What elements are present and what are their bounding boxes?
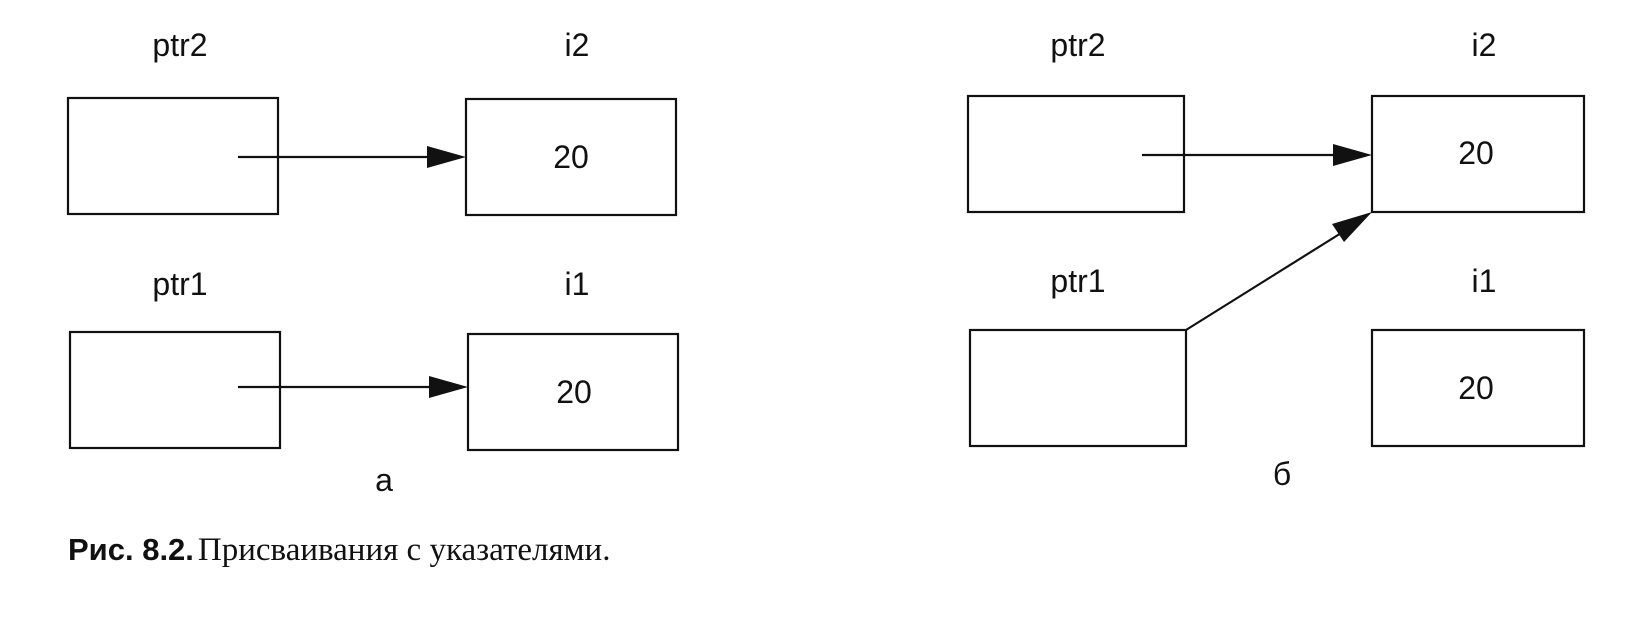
panel-a-i2-box xyxy=(464,97,678,217)
panel-a-ptr1-label: ptr1 xyxy=(152,266,207,302)
panel-a-i2-label: i2 xyxy=(565,27,590,63)
figure-caption: Рис. 8.2. Присваивания с указателями. xyxy=(68,532,610,569)
panel-a-i1-label: i1 xyxy=(565,266,590,302)
panel-b-ptr1-arrow xyxy=(1185,212,1372,331)
panel-b-ptr2-arrow xyxy=(1142,144,1372,166)
panel-b-ptr1-label: ptr1 xyxy=(1050,263,1105,299)
panel-b-i2-label: i2 xyxy=(1472,27,1497,63)
panel-a-i2-value: 20 xyxy=(553,139,589,175)
panel-b-i2-box xyxy=(1370,94,1586,214)
panel-b-i1-label: i1 xyxy=(1472,263,1497,299)
panel-a-ptr2-arrow xyxy=(238,146,466,168)
panel-b-i1-box xyxy=(1370,328,1586,448)
panel-b: ptr2 i2 20 ptr1 i1 20 б xyxy=(966,27,1586,492)
panel-a-ptr1-arrow xyxy=(238,376,468,398)
panel-b-ptr1-box xyxy=(968,328,1188,448)
figure-caption-text: Присваивания с указателями. xyxy=(197,532,611,568)
panel-b-ptr2-label: ptr2 xyxy=(1050,27,1105,63)
panel-a-i1-box xyxy=(466,332,680,452)
panel-b-i2-value: 20 xyxy=(1458,135,1494,171)
panel-a-ptr1-box xyxy=(68,330,282,450)
panel-a-ptr2-label: ptr2 xyxy=(152,27,207,63)
panel-b-i1-value: 20 xyxy=(1458,370,1494,406)
figure-caption-number: Рис. 8.2. xyxy=(68,532,194,567)
panel-b-label: б xyxy=(1273,456,1291,492)
panel-a: ptr2 i2 20 ptr1 i1 20 а xyxy=(66,27,680,498)
panel-a-i1-value: 20 xyxy=(556,374,592,410)
panel-a-label: а xyxy=(375,462,393,498)
